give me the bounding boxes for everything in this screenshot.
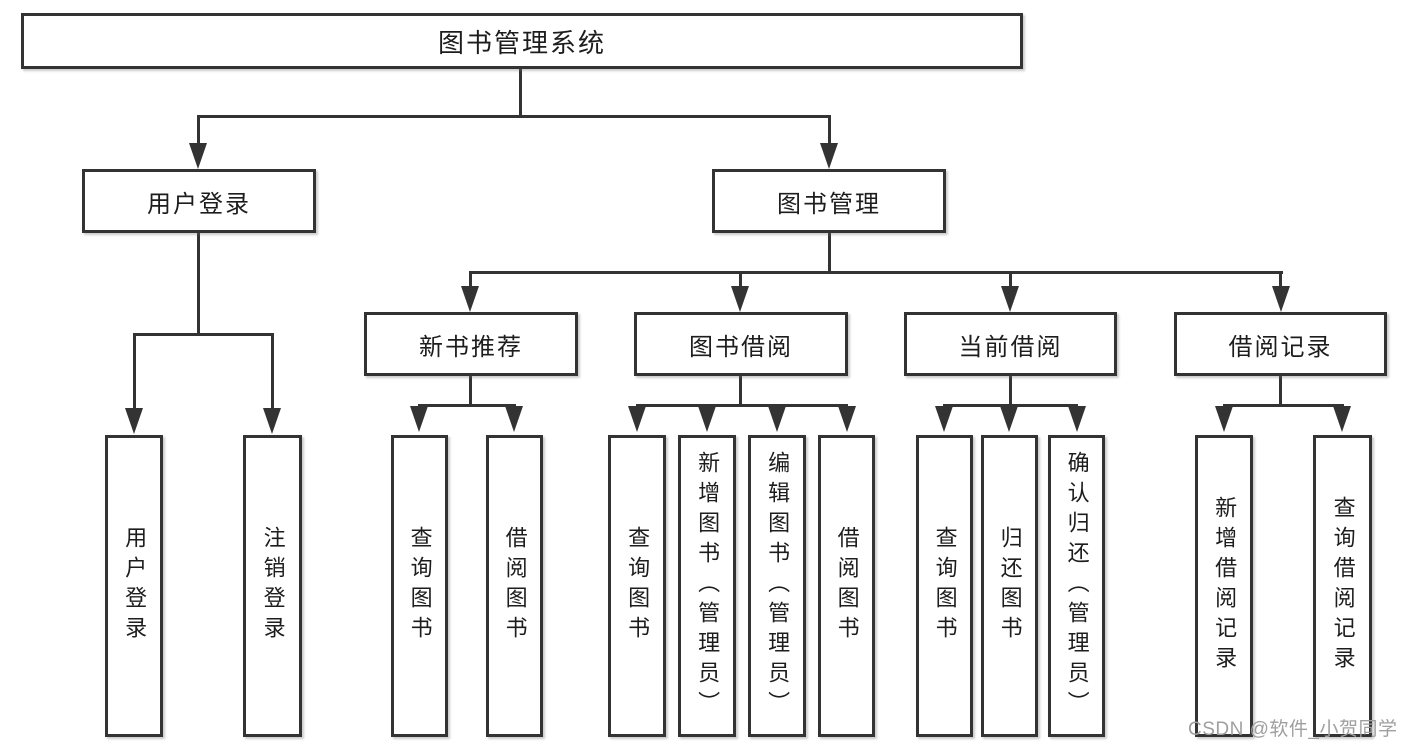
csdn-watermark: CSDN @软件_小贺同学 bbox=[1188, 719, 1398, 740]
node-borrowing-records-label: 借阅记录 bbox=[1228, 333, 1333, 361]
arrow-down-icon bbox=[189, 143, 207, 169]
arrow-down-icon bbox=[410, 406, 428, 432]
connector-book-mgmt-shaft bbox=[828, 115, 831, 145]
node-new-book-recommend-label: 新书推荐 bbox=[419, 333, 523, 361]
node-book-borrowing-label: 图书借阅 bbox=[689, 333, 793, 361]
connector-records-branch bbox=[1223, 404, 1344, 407]
connector-current-stem bbox=[1009, 376, 1012, 406]
leaf-query-books-2: 查询图书 bbox=[608, 435, 666, 737]
leaf-user-login: 用户登录 bbox=[105, 435, 163, 737]
leaf-borrow-books-2: 借阅图书 bbox=[818, 435, 875, 737]
arrow-down-icon bbox=[1068, 406, 1086, 432]
arrow-down-icon bbox=[1000, 406, 1018, 432]
connector-borrow-shaft bbox=[739, 271, 742, 289]
connector-borrow-branch bbox=[636, 404, 848, 407]
arrow-down-icon bbox=[125, 408, 143, 434]
arrow-down-icon bbox=[628, 406, 646, 432]
node-book-management: 图书管理 bbox=[712, 169, 946, 233]
connector-newbook-stem bbox=[469, 376, 472, 406]
node-user-login: 用户登录 bbox=[82, 169, 316, 233]
node-new-book-recommend: 新书推荐 bbox=[364, 312, 578, 376]
connector-newbook-shaft bbox=[469, 271, 472, 289]
leaf-confirm-return-admin-label: 确认归还（管理员） bbox=[1064, 451, 1090, 721]
leaf-confirm-return-admin: 确认归还（管理员） bbox=[1048, 435, 1105, 737]
connector-user-login-branch bbox=[133, 333, 274, 336]
node-current-borrowing: 当前借阅 bbox=[904, 312, 1117, 376]
node-root-label: 图书管理系统 bbox=[437, 27, 606, 58]
connector-user-login-shaft bbox=[197, 115, 200, 145]
arrow-down-icon bbox=[1333, 406, 1351, 432]
node-user-login-label: 用户登录 bbox=[147, 190, 251, 218]
connector-records-stem bbox=[1279, 376, 1282, 406]
connector-leaf-shaft bbox=[133, 333, 136, 410]
leaf-query-borrow-record: 查询借阅记录 bbox=[1313, 435, 1372, 737]
leaf-return-books: 归还图书 bbox=[981, 435, 1038, 737]
connector-book-mgmt-stem bbox=[828, 233, 831, 274]
connector-book-mgmt-branch bbox=[469, 271, 1283, 274]
node-book-borrowing: 图书借阅 bbox=[634, 312, 848, 376]
connector-newbook-branch bbox=[418, 404, 516, 407]
arrow-down-icon bbox=[768, 406, 786, 432]
leaf-query-books-3: 查询图书 bbox=[916, 435, 973, 737]
connector-root-branch bbox=[197, 115, 831, 118]
connector-current-shaft bbox=[1009, 271, 1012, 289]
node-root: 图书管理系统 bbox=[21, 13, 1023, 69]
leaf-add-borrow-record: 新增借阅记录 bbox=[1195, 435, 1253, 737]
leaf-query-books-1: 查询图书 bbox=[391, 435, 448, 737]
arrow-down-icon bbox=[1215, 406, 1233, 432]
arrow-down-icon bbox=[263, 408, 281, 434]
arrow-down-icon bbox=[1001, 286, 1019, 312]
leaf-query-books-3-label: 查询图书 bbox=[932, 526, 958, 646]
leaf-add-borrow-record-label: 新增借阅记录 bbox=[1212, 496, 1238, 676]
leaf-logout-label: 注销登录 bbox=[260, 526, 286, 646]
connector-records-shaft bbox=[1279, 271, 1282, 289]
leaf-edit-books-admin-label: 编辑图书（管理员） bbox=[765, 451, 791, 721]
arrow-down-icon bbox=[935, 406, 953, 432]
arrow-down-icon bbox=[461, 286, 479, 312]
connector-current-branch bbox=[943, 404, 1078, 407]
arrow-down-icon bbox=[838, 406, 856, 432]
leaf-edit-books-admin: 编辑图书（管理员） bbox=[748, 435, 806, 737]
connector-user-login-stem bbox=[197, 233, 200, 336]
leaf-borrow-books-2-label: 借阅图书 bbox=[834, 526, 860, 646]
leaf-query-books-1-label: 查询图书 bbox=[407, 526, 433, 646]
connector-leaf-shaft bbox=[271, 333, 274, 410]
arrow-down-icon bbox=[505, 406, 523, 432]
leaf-user-login-label: 用户登录 bbox=[122, 526, 148, 646]
leaf-return-books-label: 归还图书 bbox=[997, 526, 1023, 646]
arrow-down-icon bbox=[1272, 286, 1290, 312]
arrow-down-icon bbox=[731, 286, 749, 312]
arrow-down-icon bbox=[698, 406, 716, 432]
connector-borrow-stem bbox=[739, 376, 742, 406]
arrow-down-icon bbox=[820, 143, 838, 169]
node-book-management-label: 图书管理 bbox=[777, 190, 881, 218]
leaf-borrow-books-1-label: 借阅图书 bbox=[502, 526, 528, 646]
connector-root-stem bbox=[519, 69, 522, 117]
leaf-query-borrow-record-label: 查询借阅记录 bbox=[1330, 496, 1356, 676]
leaf-add-books-admin: 新增图书（管理员） bbox=[678, 435, 736, 737]
node-borrowing-records: 借阅记录 bbox=[1174, 312, 1387, 376]
leaf-logout: 注销登录 bbox=[243, 435, 302, 737]
leaf-query-books-2-label: 查询图书 bbox=[625, 526, 651, 646]
leaf-add-books-admin-label: 新增图书（管理员） bbox=[695, 451, 721, 721]
leaf-borrow-books-1: 借阅图书 bbox=[486, 435, 543, 737]
node-current-borrowing-label: 当前借阅 bbox=[958, 333, 1063, 361]
